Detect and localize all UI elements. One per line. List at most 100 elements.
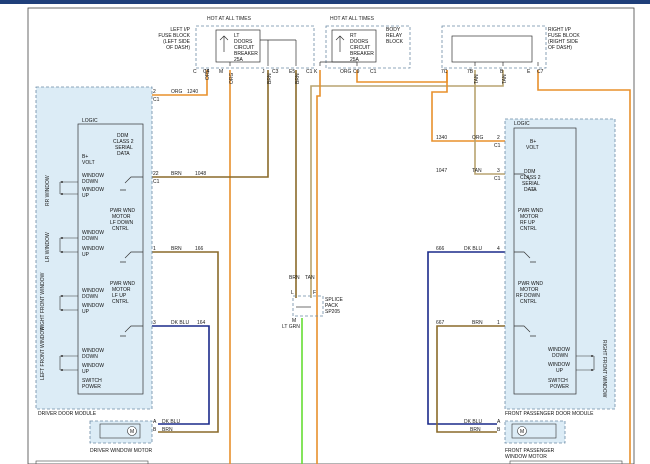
body-relay-3: BLOCK [386, 39, 404, 45]
lf-up-cntrl-1: PWR WND [110, 281, 135, 287]
outer-frame [27, 7, 635, 464]
pin-c4: C4 [203, 69, 210, 75]
pin-7c: 7C [441, 69, 448, 75]
passenger-motor-pin-b: B [497, 427, 501, 433]
driver-motor-wire-a: DK BLU [162, 419, 180, 425]
lf-up-2: UP [82, 369, 90, 375]
pin-c1b: C1 [370, 69, 377, 75]
passenger-module-name: FRONT PASSENGER DOOR MODULE [505, 411, 594, 417]
lt-fuse-line-2: FUSE BLOCK [158, 33, 190, 39]
rf-down-cntrl-1: PWR WND [518, 281, 543, 287]
passenger-motor-icon [517, 426, 527, 436]
passenger-motor-pin-a: A [497, 419, 501, 425]
body-relay-1: BODY [386, 27, 401, 33]
passenger-wire-tan-num: 1047 [436, 168, 447, 174]
lt-fuse-line-3: (LEFT SIDE [163, 39, 191, 45]
driver-motor-pin-b: B [153, 427, 157, 433]
driver-wire-org: ORG [171, 89, 183, 95]
driver-wire-brn1: BRN [171, 246, 182, 252]
lf-down-cntrl-3: LF DOWN [110, 220, 133, 226]
wire-brn-right [436, 325, 505, 433]
lr-down-1: WINDOW [82, 230, 104, 236]
driver-window-motor [89, 420, 153, 444]
driver-logic-label: LOGIC [82, 118, 98, 124]
driver-pin-22: 22 [153, 171, 159, 177]
rf-dot-2 [61, 309, 63, 311]
driver-motor-icon [127, 426, 137, 436]
left-fuse-label: LEFT I/P FUSE BLOCK (LEFT SIDE OF DASH) [158, 27, 190, 51]
lr-up-2: UP [82, 252, 90, 258]
wire-label-brn2: BRN [295, 73, 301, 84]
passenger-wire-dkblu: DK BLU [464, 246, 482, 252]
wire-org-left [152, 70, 208, 96]
driver-logic-box [77, 123, 144, 395]
driver-motor-name: DRIVER WINDOW MOTOR [90, 448, 153, 454]
rf-dot-1 [61, 295, 63, 297]
rt-breaker-symbol [335, 35, 345, 52]
splice-name-2: PACK [325, 303, 339, 309]
splice-name-1: SPLICE [325, 297, 343, 303]
passenger-switch-power-2: POWER [550, 384, 569, 390]
pin-c1a: C1 [306, 69, 313, 75]
lf-dot-2 [61, 369, 63, 371]
bottom-left-box [35, 460, 149, 464]
passenger-window-up-2: UP [556, 368, 564, 374]
passenger-bplus: B+ [530, 139, 536, 145]
passenger-wire-dkblu-num: 666 [436, 246, 445, 252]
passenger-pin-3: 3 [497, 168, 500, 174]
rt-breaker-3: CIRCUIT [350, 45, 370, 51]
passenger-motor-wire-a: DK BLU [464, 419, 482, 425]
passenger-logic-box [513, 127, 577, 395]
rt-breaker-2: DOORS [350, 39, 369, 45]
top-bar [0, 0, 650, 4]
bottom-right-box [509, 460, 623, 464]
lr-dot-1 [61, 237, 63, 239]
rf-window-label: RIGHT FRONT WINDOW [40, 272, 46, 330]
driver-wire-brn1-num: 166 [195, 246, 204, 252]
rt-fuse-line-4: OF DASH) [548, 45, 572, 51]
driver-wire-dkblu: DK BLU [171, 320, 189, 326]
driver-ddm-2: CLASS 2 [113, 139, 134, 145]
passenger-pin-2: 2 [497, 135, 500, 141]
lf-up-cntrl-4: CNTRL [112, 299, 129, 305]
rt-fuse-line-2: FUSE BLOCK [548, 33, 580, 39]
rf-up-2: UP [82, 309, 90, 315]
right-fuse-label: RIGHT I/P FUSE BLOCK (RIGHT SIDE OF DASH… [548, 27, 580, 51]
wire-label-tan1: TAN [474, 74, 480, 84]
pin-m: M [219, 69, 223, 75]
rr-down-1: WINDOW [82, 173, 104, 179]
splice-wire-ltgrn: LT GRN [282, 324, 300, 330]
wire-label-org1: ORG [205, 69, 211, 81]
passenger-wire-org-num: 1340 [436, 135, 447, 141]
rf-up-cntrl-3: RF UP [520, 220, 536, 226]
passenger-motor-name-1: FRONT PASSENGER [505, 448, 555, 454]
passenger-motor-inner [511, 423, 557, 439]
passenger-wire-tan: TAN [472, 168, 482, 174]
lf-down-cntrl-1: PWR WND [110, 208, 135, 214]
wire-label-tan2: TAN [502, 74, 508, 84]
driver-module-name: DRIVER DOOR MODULE [38, 411, 97, 417]
driver-lf-up-switch [120, 325, 143, 337]
lf-window-label: LEFT FRONT WINDOW [40, 326, 46, 380]
splice-pin-f: F [313, 290, 316, 296]
rf-down-2: DOWN [82, 294, 98, 300]
driver-wire-brn22-num: 1048 [195, 171, 206, 177]
wire-tan-splice [310, 70, 504, 298]
pin-e: E [527, 69, 531, 75]
lt-fuse-line-4: OF DASH) [166, 45, 190, 51]
rf-up-cntrl-4: CNTRL [520, 226, 537, 232]
wire-label-org1b: ORG [229, 73, 235, 85]
pin-b: B [500, 69, 504, 75]
passenger-wire-org: ORG [472, 135, 484, 141]
hot-label-2: HOT AT ALL TIMES [330, 16, 375, 22]
passenger-window-down-1: WINDOW [548, 347, 570, 353]
wire-org-c7 [537, 70, 631, 464]
wire-tan-right [474, 70, 505, 175]
wire-brn-22 [152, 70, 269, 178]
driver-pin-2: 2 [153, 89, 156, 95]
driver-pin-1: 1 [153, 246, 156, 252]
lt-breaker-box [215, 29, 261, 63]
rt-fuse-line-3: (RIGHT SIDE [548, 39, 579, 45]
lt-breaker-1: LT [234, 33, 239, 39]
wire-label-brn1: BRN [267, 73, 273, 84]
